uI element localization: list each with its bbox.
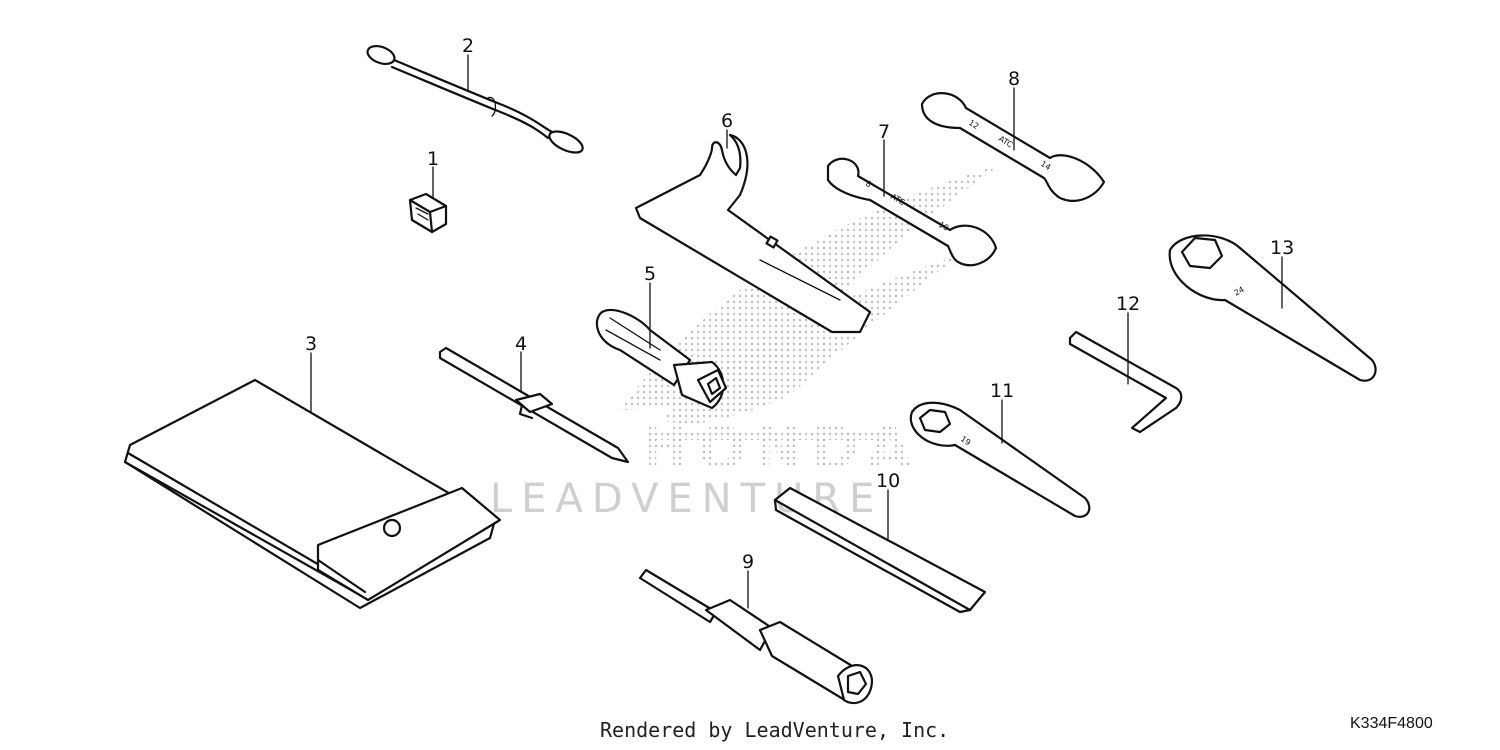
part-8-open-wrench: 12 ATC 14 [920,92,1106,202]
callout-3: 3 [305,333,317,355]
part-9-plug-socket [638,568,874,705]
part-6-pin-spanner [634,133,872,334]
part-10-flat-bar [773,486,987,614]
wrench7-size-a: 8 [864,179,873,189]
callout-1: 1 [427,148,439,170]
leader-lines [310,54,1283,609]
part-12-hex-key [1068,330,1183,434]
part-13-ring-spanner: 24 [1168,234,1377,382]
part-5-handle [595,309,728,410]
footer-credit: Rendered by LeadVenture, Inc. [600,718,950,742]
callout-12: 12 [1116,293,1140,315]
part-4-screwdriver-bit [438,346,630,464]
part-2-cable [366,44,584,154]
callout-10: 10 [876,470,900,492]
callouts: 1 2 3 4 5 6 7 8 9 10 11 12 13 [305,35,1294,573]
diagram-code: K334F4800 [1350,715,1433,732]
callout-9: 9 [742,551,754,573]
callout-4: 4 [515,333,527,355]
callout-7: 7 [878,121,890,143]
wrench7-size-b: 10 [937,220,950,233]
callout-13: 13 [1270,237,1294,259]
part-3-tool-bag [123,378,502,610]
part-1-clip [408,192,448,234]
callout-8: 8 [1008,68,1020,90]
callout-5: 5 [644,263,656,285]
wrench13-size: 24 [1233,285,1246,298]
callout-11: 11 [990,380,1014,402]
part-11-ring-spanner: 19 [909,401,1091,518]
callout-6: 6 [721,110,733,132]
callout-2: 2 [462,35,474,57]
watermark-logo-word: HONDA [640,414,919,482]
